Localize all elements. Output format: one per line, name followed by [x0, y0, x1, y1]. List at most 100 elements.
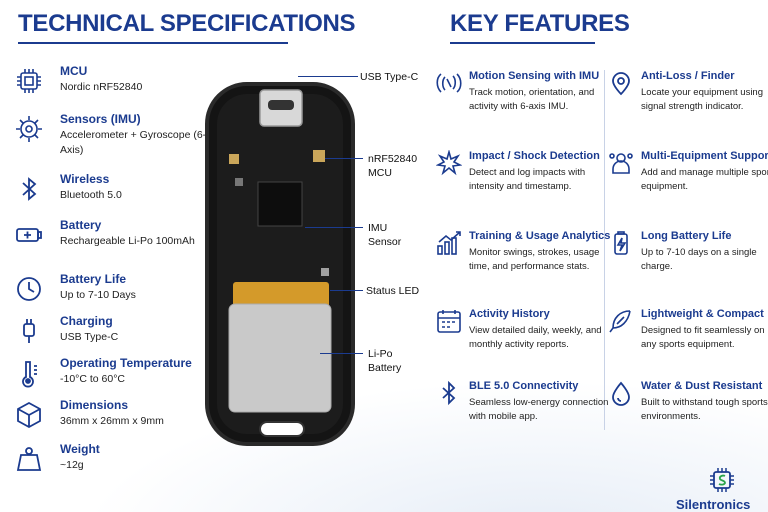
spec-value: Bluetooth 5.0 [60, 189, 122, 201]
spec-charging: Charging USB Type-C [14, 314, 204, 358]
feature-water-dust: Water & Dust Resistant Built to withstan… [608, 380, 768, 450]
users-icon [609, 153, 633, 174]
feature-label: BLE 5.0 Connectivity [469, 380, 579, 392]
callout-usb: USB Type-C [360, 71, 419, 83]
brand-logo: Silentronics [676, 465, 768, 512]
spec-value: -10°C to 60°C [60, 373, 126, 385]
li-po-battery [228, 303, 332, 413]
spec-value: Nordic nRF52840 [60, 81, 143, 93]
bluetooth-icon [442, 380, 456, 406]
brand-name: Silentronics [676, 497, 751, 512]
feature-value: View detailed daily, weekly, and monthly… [469, 325, 602, 350]
feature-value: Built to withstand tough sports environm… [641, 397, 768, 422]
plug-icon [23, 319, 35, 343]
battery-tab [233, 282, 329, 308]
location-pin-icon [612, 72, 630, 96]
features-divider [604, 70, 605, 430]
weight-icon [16, 447, 42, 471]
spec-sensors: Sensors (IMU) Accelerometer + Gyroscope … [14, 112, 206, 156]
spec-mcu: MCU Nordic nRF52840 [14, 64, 204, 108]
feature-value: Designed to fit seamlessly on any sports… [641, 325, 765, 350]
callout-battery: Li-Po Battery [368, 348, 402, 374]
feature-value: Up to 7-10 days on a single charge. [641, 247, 757, 272]
mcu-chip [257, 181, 303, 227]
feature-label: Motion Sensing with IMU [469, 70, 600, 82]
spec-wireless: Wireless Bluetooth 5.0 [14, 172, 204, 216]
clock-icon [17, 277, 41, 301]
water-drop-icon [612, 381, 630, 406]
calendar-icon [437, 310, 461, 333]
sensor-icon [16, 116, 42, 142]
impact-icon [436, 150, 462, 176]
callout-line-usb [298, 76, 358, 77]
spec-label: MCU [60, 64, 88, 78]
feature-ble: BLE 5.0 Connectivity Seamless low-energy… [436, 380, 608, 450]
feature-value: Locate your equipment using signal stren… [641, 87, 763, 112]
spec-value: USB Type-C [60, 331, 119, 343]
spec-label: Charging [60, 314, 113, 328]
battery-icon [16, 228, 42, 242]
spec-value: Accelerometer + Gyroscope (6-Axis) [60, 129, 207, 156]
spec-label: Wireless [60, 172, 110, 186]
spec-label: Battery Life [60, 272, 127, 286]
specs-title: TECHNICAL SPECIFICATIONS [18, 10, 356, 37]
feature-multi-equipment: Multi-Equipment Support Add and manage m… [608, 150, 768, 220]
feature-battery-life: Long Battery Life Up to 7-10 days on a s… [608, 230, 768, 300]
callout-led: Status LED [366, 285, 420, 297]
feature-label: Activity History [469, 308, 550, 320]
spec-battery: Battery Rechargeable Li-Po 100mAh [14, 218, 204, 262]
lanyard-hole [259, 421, 305, 437]
callout-line-battery [320, 353, 363, 354]
callout-line-led [330, 290, 363, 291]
spec-value: Up to 7-10 Days [60, 289, 136, 301]
status-led [321, 268, 329, 276]
spec-label: Sensors (IMU) [60, 112, 141, 126]
specs-title-rule [18, 42, 288, 44]
spec-value: ~12g [60, 459, 84, 471]
callout-mcu: nRF52840 MCU [368, 153, 418, 179]
chip-icon [17, 69, 41, 93]
feature-motion: Motion Sensing with IMU Track motion, or… [436, 70, 600, 140]
feature-value: Track motion, orientation, and activity … [469, 87, 595, 112]
spec-dimensions: Dimensions 36mm x 26mm x 9mm [14, 398, 204, 442]
feature-activity-history: Activity History View detailed daily, we… [436, 308, 602, 378]
features-title: KEY FEATURES [450, 10, 630, 37]
cube-icon [17, 401, 41, 429]
features-title-rule [450, 42, 595, 44]
spec-label: Weight [60, 442, 100, 456]
feature-label: Lightweight & Compact [641, 308, 764, 320]
spec-battery-life: Battery Life Up to 7-10 Days [14, 272, 204, 316]
feature-analytics: Training & Usage Analytics Monitor swing… [436, 230, 610, 300]
feature-impact: Impact / Shock Detection Detect and log … [436, 150, 600, 220]
feature-value: Monitor swings, strokes, usage time, and… [469, 247, 600, 272]
callout-imu: IMU Sensor [368, 222, 402, 248]
bluetooth-icon [22, 177, 37, 201]
feature-value: Detect and log impacts with intensity an… [469, 167, 586, 192]
device-graphic [205, 82, 355, 446]
feature-label: Multi-Equipment Support [641, 150, 768, 162]
spec-weight: Weight ~12g [14, 442, 204, 486]
background-wave [0, 352, 768, 512]
analytics-icon [437, 231, 461, 255]
feature-label: Training & Usage Analytics [469, 230, 611, 242]
feature-value: Add and manage multiple sports equipment… [641, 167, 768, 192]
callout-line-mcu [325, 158, 363, 159]
spec-label: Dimensions [60, 398, 129, 412]
spec-value: 36mm x 26mm x 9mm [60, 415, 164, 427]
feature-label: Long Battery Life [641, 230, 732, 242]
feather-icon [609, 310, 631, 333]
thermometer-icon [22, 361, 37, 388]
feature-anti-loss: Anti-Loss / Finder Locate your equipment… [608, 70, 768, 140]
callout-line-imu [305, 227, 363, 228]
feature-label: Anti-Loss / Finder [641, 70, 735, 82]
spec-value: Rechargeable Li-Po 100mAh [60, 235, 195, 247]
spec-label: Battery [60, 218, 102, 232]
device-illustration [205, 82, 355, 502]
feature-value: Seamless low-energy connection with mobi… [469, 397, 609, 422]
mcu-component [313, 150, 325, 162]
feature-label: Impact / Shock Detection [469, 150, 600, 162]
feature-lightweight: Lightweight & Compact Designed to fit se… [608, 308, 768, 378]
spec-temperature: Operating Temperature -10°C to 60°C [14, 356, 204, 400]
chip-logo-icon [710, 468, 734, 492]
battery-bolt-icon [614, 231, 628, 255]
